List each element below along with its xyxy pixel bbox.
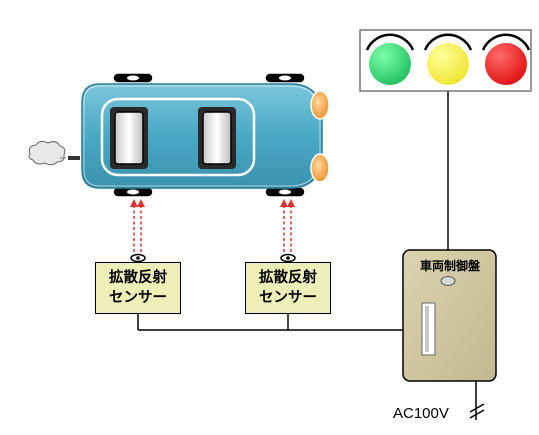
sensor-box-right: 拡散反射 センサー: [245, 262, 331, 314]
signal-light: [359, 29, 532, 92]
sensor-box-left: 拡散反射 センサー: [95, 262, 181, 314]
sensor-head-icons: [130, 253, 296, 263]
red-lamp-icon: [485, 43, 527, 85]
sensor-label-line2: センサー: [259, 290, 317, 306]
beam-arrowheads: [130, 199, 295, 207]
controller-label: 車両制御盤: [419, 259, 480, 273]
sensor-label-line1: 拡散反射: [259, 270, 317, 286]
power-label: AC100V: [393, 405, 449, 422]
yellow-lamp-icon: [427, 43, 469, 85]
indicator-lamp-icon: [440, 276, 456, 286]
wiring: [137, 91, 485, 420]
vehicle-control-panel: [402, 249, 497, 382]
car-icon: [28, 72, 330, 198]
sensor-label-line2: センサー: [109, 290, 167, 306]
headlight-icons: [310, 90, 330, 183]
window-icons: [110, 107, 236, 169]
exhaust-icon: [28, 140, 80, 166]
sensor-beam-left: [133, 205, 142, 255]
sensor-label-line1: 拡散反射: [109, 270, 167, 286]
sensor-beam-right: [283, 205, 292, 255]
green-lamp-icon: [369, 43, 411, 85]
